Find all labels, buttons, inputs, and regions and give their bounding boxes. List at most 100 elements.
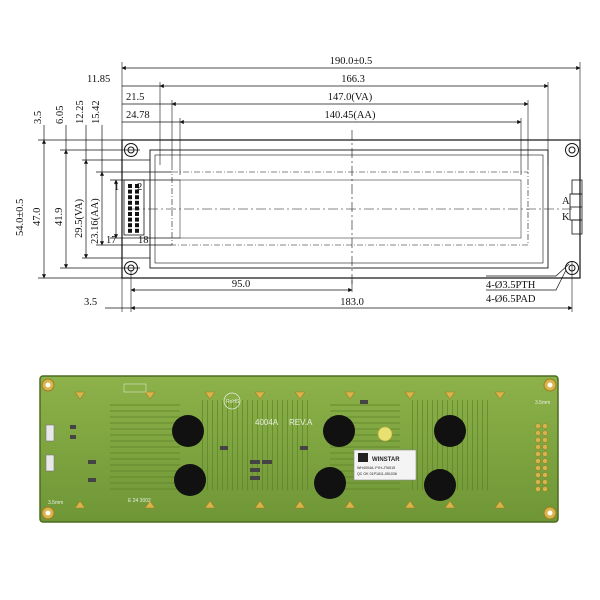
smd-components [70, 400, 368, 482]
winstar-label: WINSTAR WH4004A-YYH-JT#015 QC OK 01P1811… [353, 449, 417, 481]
dim-21-5: 21.5 [126, 92, 144, 103]
dim-3-5-bottom: 3.5 [84, 297, 97, 308]
edge-tab [404, 391, 416, 400]
model-silk: 4004A [255, 418, 279, 427]
dim-23-16-aa: 23.16(AA) [90, 198, 101, 244]
pin-square [128, 195, 132, 200]
hole-note-pad: 4-Ø6.5PAD [486, 294, 536, 305]
header-pad [542, 465, 548, 471]
header-pad [535, 451, 541, 457]
pin-square [128, 223, 132, 228]
pin-square [135, 228, 139, 233]
header-pad [542, 458, 548, 464]
backlight-connector [569, 179, 583, 235]
mounting-holes [124, 143, 579, 275]
edge-tab [294, 500, 306, 509]
edge-tab [254, 500, 266, 509]
pin-square [135, 212, 139, 216]
dim-24-78: 24.78 [126, 110, 150, 121]
dim-pcb-width: 166.3 [341, 74, 365, 85]
left-connector-pads [45, 424, 55, 472]
pin-square [135, 195, 139, 200]
edge-tab [404, 500, 416, 509]
pin-square [135, 184, 139, 188]
edge-tab [494, 391, 506, 400]
header-pad [535, 437, 541, 443]
dim-29-5-va: 29.5(VA) [74, 198, 85, 238]
dim-11-85: 11.85 [87, 74, 110, 85]
header-pad [535, 486, 541, 492]
pin-label-17: 17 [106, 235, 117, 246]
header-pad [535, 430, 541, 436]
edge-tab [294, 391, 306, 400]
dim-viewing-area: 147.0(VA) [328, 92, 373, 103]
edge-tab [344, 500, 356, 509]
dim-overall-width: 190.0±0.5 [330, 56, 373, 67]
dim-6-05: 6.05 [55, 106, 66, 124]
edge-tabs [74, 391, 506, 509]
header-pad [542, 423, 548, 429]
pin-square [128, 228, 132, 233]
header-pad [542, 444, 548, 450]
header-pad [535, 465, 541, 471]
pin-square [128, 206, 132, 211]
hole-size-silk: 3.5mm [535, 400, 550, 406]
pin-square [135, 206, 139, 211]
cob-chips [172, 415, 466, 501]
edge-tab [344, 391, 356, 400]
pin-label-18: 18 [138, 235, 149, 246]
pin-square [128, 200, 132, 205]
horizontal-dimension-lines [105, 65, 581, 311]
rohs-silk: RoHS [226, 399, 240, 405]
header-pad [542, 451, 548, 457]
dim-183: 183.0 [340, 297, 364, 308]
hole-note-pth: 4-Ø3.5PTH [486, 280, 536, 291]
pin-square [135, 217, 139, 222]
batch-code-text: QC OK 01P1811-051036 [357, 472, 397, 476]
header-pad [535, 423, 541, 429]
edge-tab [444, 500, 456, 509]
pin-square [135, 223, 139, 228]
pin-square [128, 184, 132, 188]
brand-text: WINSTAR [372, 457, 400, 463]
dim-3-5-vertical: 3.5 [33, 111, 44, 124]
date-code-silk: E 24 3002 [128, 498, 151, 504]
edge-tab [144, 391, 156, 400]
dim-47: 47.0 [32, 208, 43, 226]
dim-overall-height: 54.0±0.5 [15, 199, 26, 236]
pin-header [123, 179, 145, 236]
qc-sticker [377, 426, 393, 442]
header-pad [542, 472, 548, 478]
backlight-anode: A [562, 196, 570, 207]
edge-tab [74, 391, 86, 400]
pin-square [128, 189, 132, 194]
dim-95: 95.0 [232, 279, 250, 290]
dim-12-25: 12.25 [75, 100, 86, 124]
vertical-dimension-lines [38, 125, 180, 279]
header-pad [542, 430, 548, 436]
pin-square [135, 189, 139, 194]
dim-15-42: 15.42 [91, 100, 102, 124]
edge-tab [204, 391, 216, 400]
pin-square [128, 212, 132, 216]
dim-41-9: 41.9 [54, 208, 65, 226]
right-header-pads [535, 423, 548, 492]
pcb-back-view: WINSTAR WH4004A-YYH-JT#015 QC OK 01P1811… [39, 375, 559, 523]
edge-tab [204, 500, 216, 509]
revision-silk: REV.A [289, 418, 313, 427]
edge-tab [494, 500, 506, 509]
header-pad [535, 472, 541, 478]
pin-label-2: 2 [137, 182, 142, 193]
header-pad [542, 437, 548, 443]
edge-tab [444, 391, 456, 400]
header-pad [535, 479, 541, 485]
edge-tab [254, 391, 266, 400]
pin-square [135, 200, 139, 205]
pin-label-1: 1 [114, 182, 119, 193]
edge-tab [74, 500, 86, 509]
backlight-cathode: K [562, 212, 570, 223]
module-outline [121, 130, 581, 285]
part-code-text: WH4004A-YYH-JT#015 [357, 466, 395, 470]
header-pad [542, 479, 548, 485]
technical-drawing: 190.0±0.5 166.3 147.0(VA) 140.45(AA) 11.… [15, 56, 583, 312]
